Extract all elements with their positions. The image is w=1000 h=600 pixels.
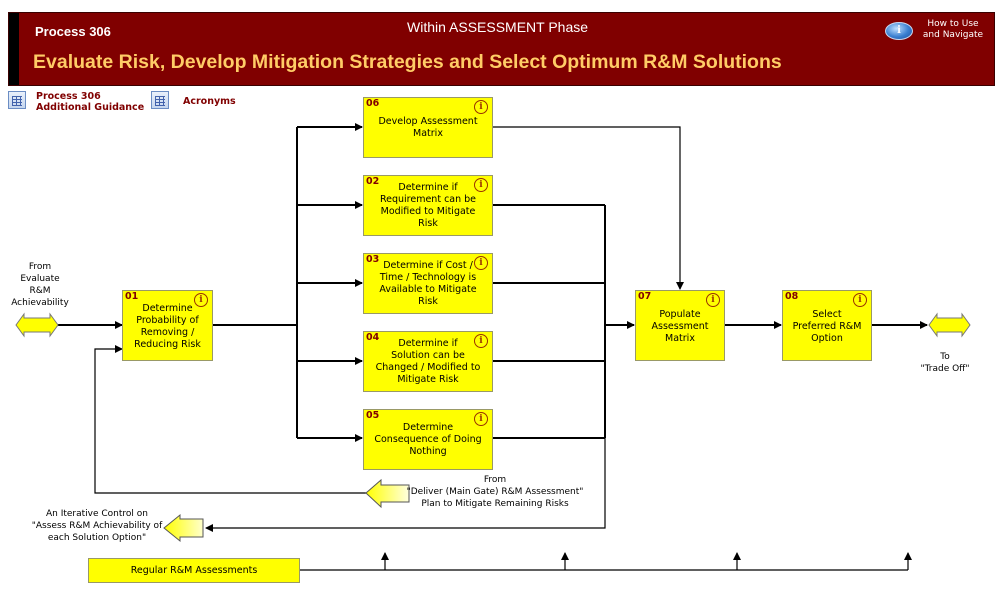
box-text-line: Requirement can be <box>379 194 477 205</box>
phase-label: Within ASSESSMENT Phase <box>407 19 589 35</box>
box-text-line: Consequence of Doing <box>374 434 482 445</box>
deliver-arrow-shape <box>365 478 410 509</box>
info-icon[interactable]: i <box>194 293 208 307</box>
box-number: 03 <box>366 254 380 265</box>
box-text-line: Populate <box>659 309 701 320</box>
info-icon[interactable]: i <box>474 412 488 426</box>
deliver-connector-label[interactable]: From "Deliver (Main Gate) R&M Assessment… <box>380 474 610 510</box>
box-text-line: Reducing Risk <box>134 339 201 350</box>
box-text-line: Preferred R&M <box>792 321 862 332</box>
process-box-03[interactable]: 03 i Determine if Cost / Time / Technolo… <box>363 253 493 314</box>
regular-assessments-box[interactable]: Regular R&M Assessments <box>88 558 300 583</box>
additional-guidance-link[interactable]: Process 306 Additional Guidance <box>8 91 144 113</box>
label-line: "Trade Off" <box>920 364 970 374</box>
header-accent-bar <box>9 13 19 85</box>
box-text-line: Develop Assessment <box>378 116 478 127</box>
flow-06-to-07 <box>492 126 684 290</box>
box-text-line: Mitigate Risk <box>397 374 459 385</box>
acronyms-label: Acronyms <box>183 96 236 107</box>
box-text-line: Determine if <box>398 338 458 349</box>
info-icon[interactable]: i <box>474 334 488 348</box>
box-number: 08 <box>785 291 799 302</box>
process-box-08[interactable]: 08 i Select Preferred R&M Option <box>782 290 872 361</box>
box-text-line: Option <box>811 333 843 344</box>
label-line: R&M <box>29 286 51 296</box>
box-text-line: Determine if Cost / <box>383 260 473 271</box>
label-line: "Deliver (Main Gate) R&M Assessment" <box>406 487 584 497</box>
box-text-line: Solution can be <box>391 350 465 361</box>
box-text-line: Determine if <box>398 182 458 193</box>
acronyms-link[interactable]: Acronyms <box>151 91 236 109</box>
help-label-line1: How to Use <box>927 19 979 29</box>
box-text-line: Available to Mitigate <box>379 284 477 295</box>
box-text-line: Assessment <box>651 321 709 332</box>
page-title: Evaluate Risk, Develop Mitigation Strate… <box>33 51 782 73</box>
table-document-icon <box>151 91 169 109</box>
iterative-control-label[interactable]: An Iterative Control on "Assess R&M Achi… <box>22 508 172 544</box>
process-box-07[interactable]: 07 i Populate Assessment Matrix <box>635 290 725 361</box>
process-box-02[interactable]: 02 i Determine if Requirement can be Mod… <box>363 175 493 236</box>
label-line: From <box>483 475 507 485</box>
box-text-line: Matrix <box>665 333 695 344</box>
info-icon[interactable]: i <box>474 100 488 114</box>
process-box-04[interactable]: 04 i Determine if Solution can be Change… <box>363 331 493 392</box>
box-text-line: Determine <box>142 303 193 314</box>
process-header: Process 306 Within ASSESSMENT Phase Eval… <box>8 12 995 86</box>
input-connector-shape <box>15 312 59 338</box>
label-line: "Assess R&M Achievability of <box>31 521 163 531</box>
table-document-icon <box>8 91 26 109</box>
box-number: 07 <box>638 291 652 302</box>
box-text-line: Risk <box>418 218 438 229</box>
info-icon[interactable]: i <box>885 22 913 40</box>
label-line: To <box>940 352 950 362</box>
box-number: 01 <box>125 291 139 302</box>
box-text-line: Matrix <box>413 128 443 139</box>
label-line: From <box>28 262 52 272</box>
label-line: each Solution Option" <box>47 533 147 543</box>
label-line: Plan to Mitigate Remaining Risks <box>421 499 569 509</box>
box-text-line: Changed / Modified to <box>375 362 481 373</box>
label-line: Achievability <box>11 298 69 308</box>
box-text-line: Select <box>812 309 842 320</box>
box-text-line: Time / Technology is <box>379 272 477 283</box>
process-box-01[interactable]: 01 i Determine Probability of Removing /… <box>122 290 213 361</box>
feedback-to-01 <box>94 345 366 494</box>
box-text-line: Determine <box>402 422 454 433</box>
box-text-line: Modified to Mitigate <box>380 206 476 217</box>
help-label-line2: and Navigate <box>922 30 984 40</box>
input-connector-label[interactable]: From Evaluate R&M Achievability <box>0 261 80 309</box>
box-text-line: Risk <box>418 296 438 307</box>
process-box-05[interactable]: 05 i Determine Consequence of Doing Noth… <box>363 409 493 470</box>
process-number: Process 306 <box>35 24 111 39</box>
process-box-06[interactable]: 06 i Develop Assessment Matrix <box>363 97 493 158</box>
box-text-line: Removing / <box>140 327 195 338</box>
box-number: 05 <box>366 410 380 421</box>
guidance-label-line1: Process 306 <box>36 91 101 102</box>
box-text-line: Probability of <box>136 315 199 326</box>
box-number: 02 <box>366 176 380 187</box>
label-line: An Iterative Control on <box>45 509 148 519</box>
info-icon[interactable]: i <box>706 293 720 307</box>
flow-to-iterative-control <box>205 438 606 532</box>
label-line: Evaluate <box>20 274 60 284</box>
guidance-label-line2: Additional Guidance <box>36 102 145 113</box>
output-connector-label[interactable]: To "Trade Off" <box>905 351 985 375</box>
how-to-use-link[interactable]: How to Use and Navigate <box>917 19 989 41</box>
box-number: 04 <box>366 332 380 343</box>
box-number: 06 <box>366 98 380 109</box>
info-icon[interactable]: i <box>474 256 488 270</box>
info-icon[interactable]: i <box>853 293 867 307</box>
iterative-arrow-shape <box>163 513 204 543</box>
info-icon[interactable]: i <box>474 178 488 192</box>
output-connector-shape <box>928 312 971 338</box>
box-text-line: Nothing <box>409 446 447 457</box>
